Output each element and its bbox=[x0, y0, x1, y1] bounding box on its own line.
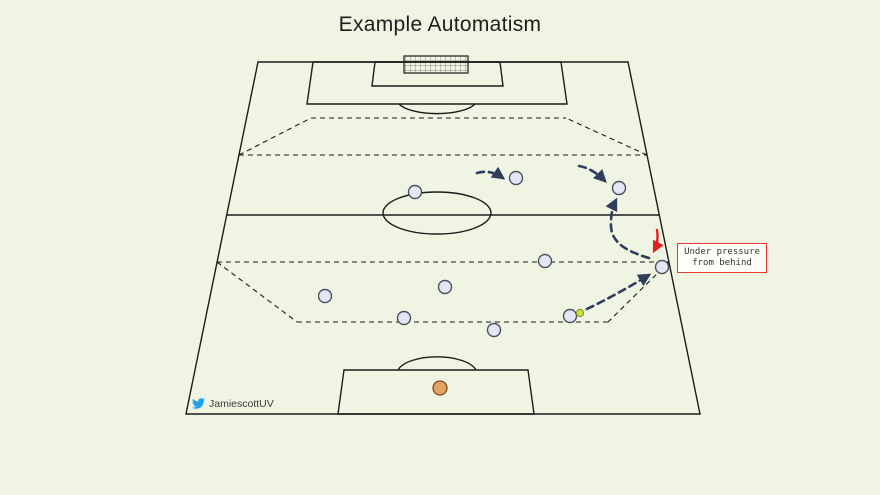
bottom-penalty-area bbox=[337, 369, 535, 415]
top-goal-net bbox=[403, 55, 469, 74]
pressure-arrow bbox=[652, 228, 664, 254]
zone-diagonal-lower-left bbox=[216, 261, 298, 323]
player-marker bbox=[654, 259, 670, 275]
top-penalty-arc bbox=[398, 103, 476, 115]
pitch-outline bbox=[185, 61, 701, 415]
top-penalty-area bbox=[306, 61, 568, 105]
player-marker bbox=[396, 310, 412, 326]
watermark-handle: JamiescottUV bbox=[209, 397, 274, 410]
player-marker bbox=[537, 253, 553, 269]
movement-arrow bbox=[475, 166, 506, 180]
watermark: JamiescottUV bbox=[192, 397, 274, 410]
player-marker bbox=[611, 180, 627, 196]
movement-arrow bbox=[605, 197, 651, 260]
player-marker bbox=[562, 308, 578, 324]
goalkeeper-marker bbox=[432, 380, 448, 396]
pressure-annotation: Under pressure from behind bbox=[677, 243, 767, 273]
movement-arrow bbox=[577, 164, 607, 183]
diagram-title: Example Automatism bbox=[338, 13, 542, 36]
player-marker bbox=[407, 184, 423, 200]
arrows-layer bbox=[475, 164, 664, 311]
zone-diagonal-upper-left bbox=[238, 117, 312, 156]
player-marker bbox=[508, 170, 524, 186]
bottom-penalty-arc bbox=[397, 356, 477, 371]
movement-arrow bbox=[585, 273, 652, 311]
player-marker bbox=[486, 322, 502, 338]
player-marker bbox=[437, 279, 453, 295]
twitter-bird-icon bbox=[192, 398, 205, 409]
ball-marker bbox=[575, 308, 585, 318]
player-marker bbox=[317, 288, 333, 304]
zone-diagonal-upper-right bbox=[565, 117, 648, 156]
center-circle bbox=[382, 191, 492, 235]
players-layer bbox=[317, 170, 670, 396]
